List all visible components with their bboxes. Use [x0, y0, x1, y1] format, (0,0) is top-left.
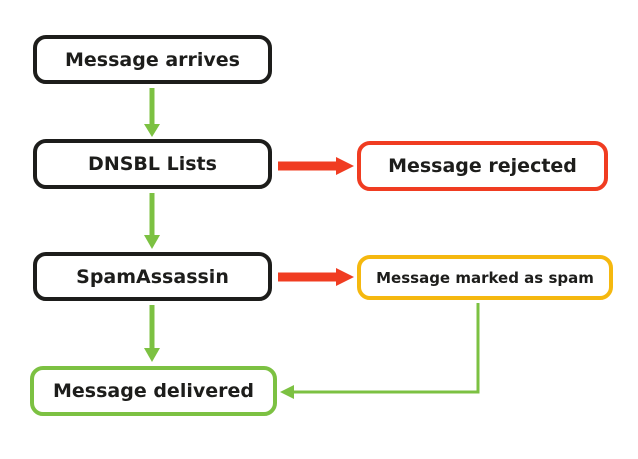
node-dnsbl-lists: DNSBL Lists	[33, 139, 272, 189]
node-message-marked-as-spam-label: Message marked as spam	[376, 268, 594, 287]
arrow-spamassassin-to-marked-icon	[278, 268, 354, 286]
node-message-rejected-label: Message rejected	[388, 155, 577, 177]
connector-marked-to-delivered-icon	[280, 303, 480, 399]
node-message-delivered: Message delivered	[30, 366, 277, 416]
arrow-dnsbl-to-spamassassin-icon	[144, 193, 160, 249]
node-dnsbl-lists-label: DNSBL Lists	[88, 153, 217, 175]
node-message-rejected: Message rejected	[357, 141, 608, 191]
node-message-delivered-label: Message delivered	[53, 380, 254, 402]
node-message-arrives: Message arrives	[33, 35, 272, 84]
arrow-dnsbl-to-rejected-icon	[278, 157, 354, 175]
node-spamassassin: SpamAssassin	[33, 252, 272, 301]
node-message-arrives-label: Message arrives	[65, 48, 240, 71]
node-spamassassin-label: SpamAssassin	[76, 265, 229, 288]
arrow-arrives-to-dnsbl-icon	[144, 88, 160, 137]
node-message-marked-as-spam: Message marked as spam	[357, 255, 613, 300]
arrow-spamassassin-to-delivered-icon	[144, 305, 160, 362]
